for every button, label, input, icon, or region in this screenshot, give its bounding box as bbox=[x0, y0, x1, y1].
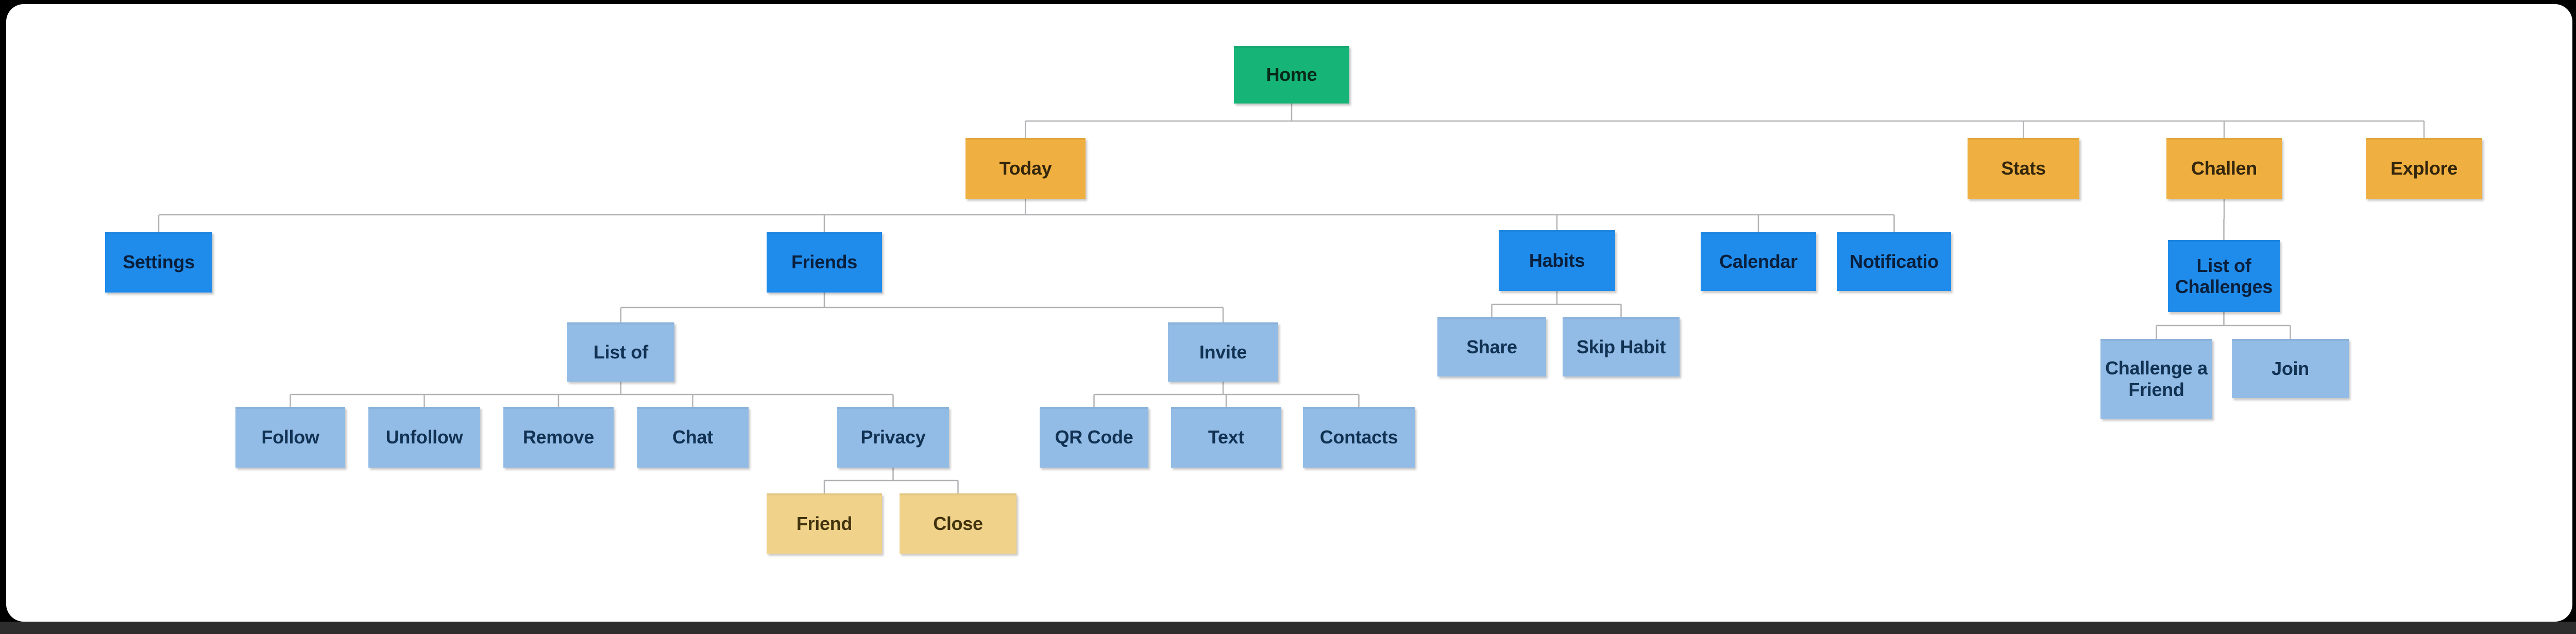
node-list-of-friends[interactable]: List of bbox=[567, 322, 674, 382]
node-stats[interactable]: Stats bbox=[1968, 138, 2079, 199]
node-challenges[interactable]: Challen bbox=[2166, 138, 2282, 199]
node-qr-code[interactable]: QR Code bbox=[1040, 407, 1148, 468]
node-label: Unfollow bbox=[385, 426, 463, 448]
node-today[interactable]: Today bbox=[965, 138, 1086, 199]
node-label: Invite bbox=[1199, 341, 1247, 363]
node-label: Remove bbox=[522, 426, 595, 448]
node-label: Friends bbox=[791, 251, 857, 273]
node-skip-habit[interactable]: Skip Habit bbox=[1563, 317, 1680, 376]
node-habits[interactable]: Habits bbox=[1499, 230, 1615, 291]
node-label: Stats bbox=[2001, 158, 2046, 179]
node-label: Challen bbox=[2191, 158, 2257, 179]
node-label: Contacts bbox=[1319, 426, 1398, 448]
node-contacts[interactable]: Contacts bbox=[1303, 407, 1415, 468]
node-label: Explore bbox=[2391, 158, 2458, 179]
node-label: Calendar bbox=[1719, 250, 1798, 272]
node-settings[interactable]: Settings bbox=[105, 232, 212, 293]
node-label: List of bbox=[594, 341, 648, 363]
node-label: Close bbox=[933, 512, 983, 534]
node-close[interactable]: Close bbox=[900, 493, 1016, 554]
node-label: Follow bbox=[261, 426, 319, 448]
node-label: Share bbox=[1466, 336, 1517, 357]
node-label: QR Code bbox=[1055, 426, 1133, 448]
node-challenge-a-friend[interactable]: Challenge a Friend bbox=[2100, 339, 2212, 419]
node-list-of-challenges[interactable]: List of Challenges bbox=[2168, 240, 2280, 312]
node-label: Join bbox=[2272, 357, 2309, 379]
node-notifications[interactable]: Notificatio bbox=[1837, 232, 1951, 291]
node-join[interactable]: Join bbox=[2232, 339, 2349, 398]
node-label: Text bbox=[1208, 426, 1245, 448]
node-text[interactable]: Text bbox=[1171, 407, 1281, 468]
node-friends[interactable]: Friends bbox=[767, 232, 882, 293]
node-explore[interactable]: Explore bbox=[2366, 138, 2482, 199]
node-share[interactable]: Share bbox=[1437, 317, 1546, 376]
node-privacy[interactable]: Privacy bbox=[837, 407, 949, 468]
node-label: List of Challenges bbox=[2175, 254, 2273, 297]
node-label: Privacy bbox=[860, 426, 926, 448]
node-label: Home bbox=[1266, 64, 1317, 85]
node-follow[interactable]: Follow bbox=[235, 407, 345, 468]
node-invite[interactable]: Invite bbox=[1168, 322, 1278, 382]
node-chat[interactable]: Chat bbox=[637, 407, 749, 468]
node-label: Notificatio bbox=[1850, 250, 1939, 272]
node-label: Chat bbox=[672, 426, 713, 448]
node-label: Challenge a Friend bbox=[2105, 357, 2208, 400]
node-label: Friend bbox=[796, 512, 853, 534]
node-unfollow[interactable]: Unfollow bbox=[368, 407, 480, 468]
node-friend[interactable]: Friend bbox=[767, 493, 882, 554]
node-label: Habits bbox=[1529, 250, 1585, 271]
diagram-canvas bbox=[6, 4, 2572, 622]
node-home[interactable]: Home bbox=[1234, 46, 1349, 104]
node-label: Settings bbox=[123, 251, 195, 273]
node-label: Skip Habit bbox=[1576, 336, 1666, 357]
node-calendar[interactable]: Calendar bbox=[1701, 232, 1816, 291]
node-label: Today bbox=[999, 158, 1052, 179]
node-remove[interactable]: Remove bbox=[503, 407, 614, 468]
window-bottom-bar bbox=[0, 622, 2576, 634]
